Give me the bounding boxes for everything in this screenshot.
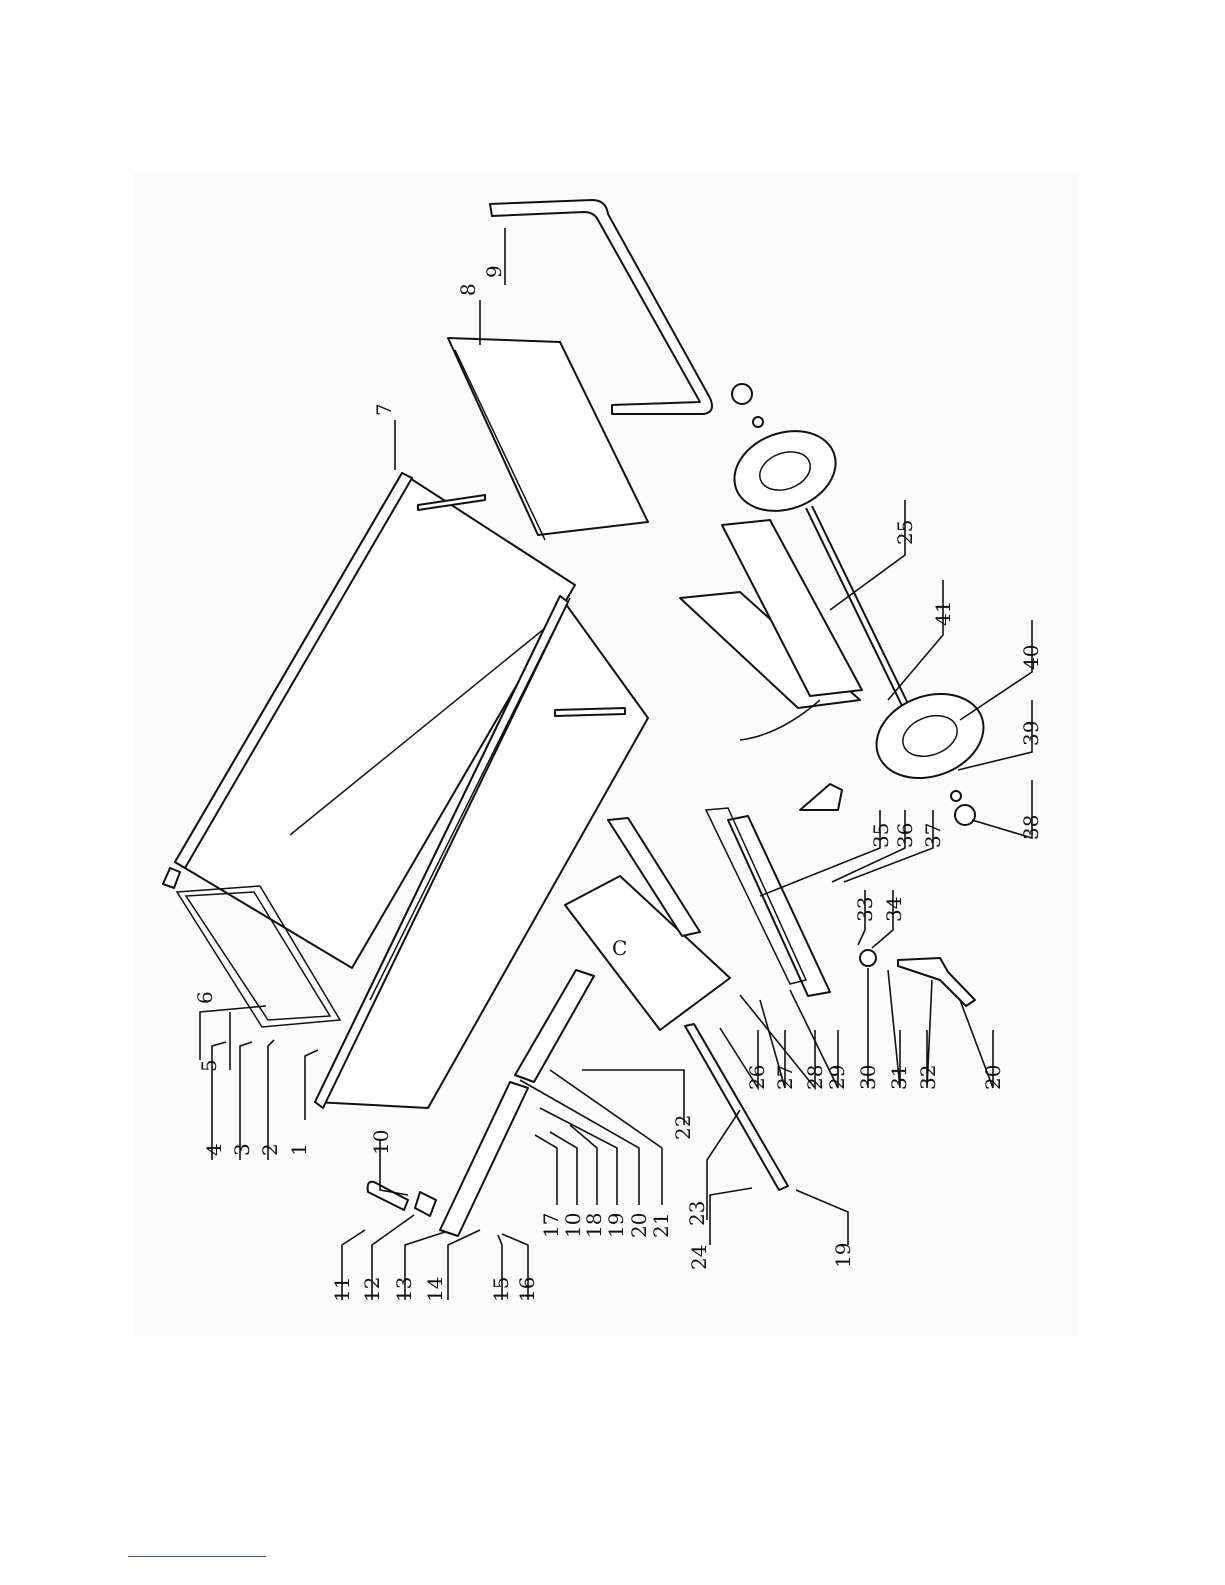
- chassis-marker-c: C: [612, 936, 627, 960]
- callout-36: 36: [893, 823, 917, 848]
- callout-40: 40: [1019, 645, 1043, 670]
- callout-28: 28: [803, 1065, 827, 1090]
- callout-39: 39: [1019, 721, 1043, 746]
- callout-29: 29: [825, 1065, 849, 1090]
- callout-6: 6: [193, 991, 217, 1004]
- callout-23: 23: [685, 1201, 709, 1226]
- callout-34: 34: [882, 897, 906, 922]
- callout-38: 38: [1019, 815, 1043, 840]
- callout-4: 4: [202, 1143, 226, 1156]
- wheel-front: [865, 680, 996, 793]
- callout-1: 1: [287, 1143, 311, 1156]
- callout-27: 27: [773, 1065, 797, 1090]
- callout-20-right: 20: [981, 1065, 1005, 1090]
- callout-37: 37: [921, 823, 945, 848]
- crank-arm-upper: [800, 784, 842, 810]
- callout-14: 14: [423, 1277, 447, 1302]
- handle-grip: [368, 1182, 408, 1210]
- footer-link-line: [128, 1556, 266, 1557]
- callout-15: 15: [489, 1277, 513, 1302]
- callout-41: 41: [931, 601, 955, 626]
- callout-21: 21: [649, 1213, 673, 1238]
- callout-32: 32: [916, 1065, 940, 1090]
- callout-16: 16: [515, 1277, 539, 1302]
- callout-8: 8: [456, 283, 480, 296]
- callout-35: 35: [869, 823, 893, 848]
- lower-frame-rail: [706, 808, 830, 996]
- callout-13: 13: [392, 1277, 416, 1302]
- main-chassis-box: C: [565, 876, 730, 1030]
- callout-30: 30: [856, 1065, 880, 1090]
- callout-17: 17: [539, 1213, 563, 1238]
- callout-19-upper: 19: [604, 1213, 628, 1238]
- long-support-bar: [685, 1024, 788, 1190]
- callout-25: 25: [893, 520, 917, 545]
- frame-arm-lower: [440, 1082, 528, 1236]
- callout-20-left: 20: [627, 1213, 651, 1238]
- callout-7: 7: [372, 403, 396, 416]
- hub-cap-front: [951, 791, 975, 825]
- callout-5: 5: [197, 1059, 221, 1072]
- wheel-rear: [723, 418, 847, 525]
- callout-31: 31: [887, 1065, 911, 1090]
- deflector-plate: [448, 338, 648, 540]
- callout-26: 26: [745, 1065, 769, 1090]
- callout-33: 33: [853, 897, 877, 922]
- callout-22: 22: [671, 1115, 695, 1140]
- callout-18: 18: [582, 1213, 606, 1238]
- callout-24: 24: [687, 1245, 711, 1270]
- callout-12: 12: [360, 1277, 384, 1302]
- hub-cap-rear: [732, 384, 763, 427]
- callout-9: 9: [482, 265, 506, 278]
- callout-19-lower: 19: [831, 1243, 855, 1268]
- clamp-bracket: [415, 1192, 436, 1216]
- frame-arm: [515, 970, 594, 1082]
- callout-3: 3: [230, 1143, 254, 1156]
- callout-11: 11: [330, 1277, 354, 1302]
- bushing: [860, 950, 876, 966]
- crank-arm-lower: [898, 958, 975, 1006]
- callout-10-upper: 10: [369, 1130, 393, 1155]
- callout-2: 2: [258, 1143, 282, 1156]
